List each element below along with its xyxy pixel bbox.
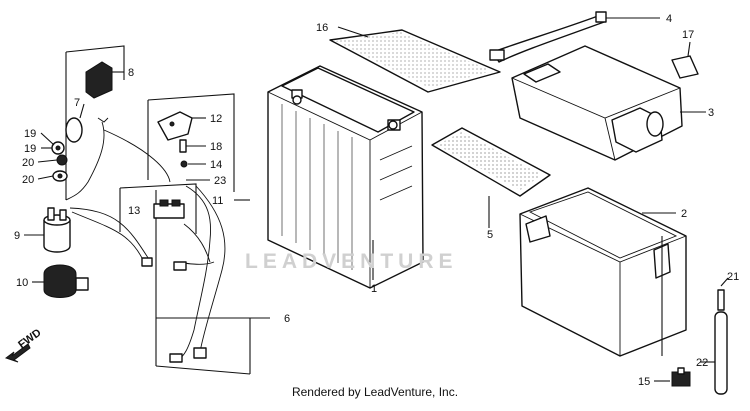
callout-1: 1 (371, 283, 377, 295)
left-leaders (24, 132, 250, 283)
part-10-horn (43, 264, 89, 298)
part-9-relay (43, 207, 71, 253)
part-7-fuse (65, 103, 85, 143)
callout-3: 3 (708, 107, 714, 119)
callout-20b: 20 (22, 174, 34, 186)
part-16-sheet (329, 26, 501, 93)
callout-19a: 19 (24, 128, 36, 140)
callout-numbers: 1 2 3 4 5 6 7 8 9 10 11 12 13 14 15 16 1… (14, 13, 739, 388)
callout-5: 5 (487, 229, 493, 241)
callout-19b: 19 (24, 143, 36, 155)
part-11-group-box (119, 93, 235, 234)
callout-21: 21 (727, 271, 739, 283)
callout-4: 4 (666, 13, 672, 25)
part-21-22-vent (700, 277, 729, 395)
watermark: LEADVENTURE (245, 250, 458, 273)
callout-16: 16 (316, 22, 328, 34)
callout-9: 9 (14, 230, 20, 242)
callout-13: 13 (128, 205, 140, 217)
part-5-pad (431, 127, 551, 228)
wire-harness (65, 117, 226, 363)
callout-2: 2 (681, 208, 687, 220)
part-12-clamp (157, 111, 206, 141)
callout-15: 15 (638, 376, 650, 388)
callout-12: 12 (210, 113, 222, 125)
part-14-nut (180, 160, 206, 168)
callout-22: 22 (696, 357, 708, 369)
part-18-bolt (179, 139, 206, 153)
part-4-band (489, 11, 660, 63)
part-13-fuse-holder (153, 199, 185, 219)
part-8-cap (85, 61, 124, 99)
footer-credit: Rendered by LeadVenture, Inc. (291, 385, 459, 399)
callout-17: 17 (682, 29, 694, 41)
callout-11: 11 (212, 195, 223, 207)
callout-20a: 20 (22, 157, 34, 169)
part-1-battery (267, 65, 424, 289)
part-19-20-hardware (51, 141, 68, 182)
callout-14: 14 (210, 159, 222, 171)
part-3-battery-cover (511, 45, 706, 161)
callout-23: 23 (214, 175, 226, 187)
callout-10: 10 (16, 277, 28, 289)
part-17-pad (671, 41, 699, 79)
callout-6: 6 (284, 313, 290, 325)
callout-18: 18 (210, 141, 222, 153)
callout-7: 7 (74, 97, 80, 109)
part-6-bracket (155, 190, 270, 375)
callout-8: 8 (128, 67, 134, 79)
part-15-clip (654, 367, 691, 387)
part-2-battery-case (519, 187, 687, 357)
fwd-arrow: FWD (4, 327, 44, 363)
